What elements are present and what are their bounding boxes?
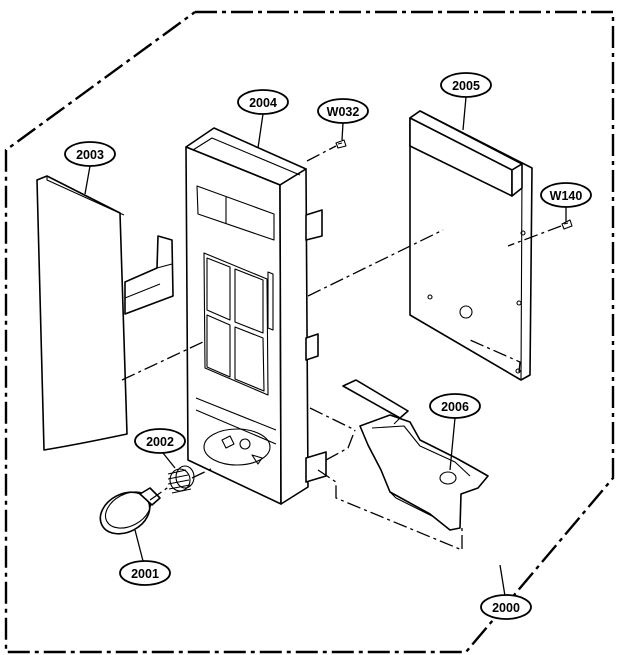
svg-text:2000: 2000: [492, 601, 520, 615]
assembly-boundary-2000: [4, 10, 615, 654]
label-2003: 2003: [64, 141, 116, 167]
svg-text:2001: 2001: [131, 567, 159, 581]
svg-text:2002: 2002: [146, 435, 174, 449]
part-2001-push-button: [99, 487, 161, 535]
part-2003-panel-sheet: [36, 175, 174, 451]
svg-text:2005: 2005: [452, 79, 480, 93]
screw-w032: [335, 139, 347, 149]
label-2002: 2002: [134, 428, 186, 454]
label-2004: 2004: [237, 89, 289, 115]
label-2001: 2001: [119, 560, 171, 586]
leader-lines: [84, 96, 567, 597]
svg-text:W032: W032: [327, 105, 360, 119]
part-2004-control-frame: [185, 127, 327, 505]
part-2002-spring: [167, 465, 195, 494]
label-2000: 2000: [480, 594, 532, 620]
svg-text:2006: 2006: [441, 400, 469, 414]
screw-w140: [561, 219, 573, 230]
svg-text:2004: 2004: [249, 96, 277, 110]
part-2005-circuit-board: [409, 110, 533, 381]
label-2005: 2005: [440, 72, 492, 98]
label-w140: W140: [540, 182, 592, 208]
alignment-lines: [121, 145, 562, 551]
part-2006-latch-lever: [342, 379, 489, 531]
label-w032: W032: [317, 98, 369, 124]
svg-text:2003: 2003: [76, 148, 104, 162]
label-2006: 2006: [429, 393, 481, 419]
svg-text:W140: W140: [550, 189, 583, 203]
